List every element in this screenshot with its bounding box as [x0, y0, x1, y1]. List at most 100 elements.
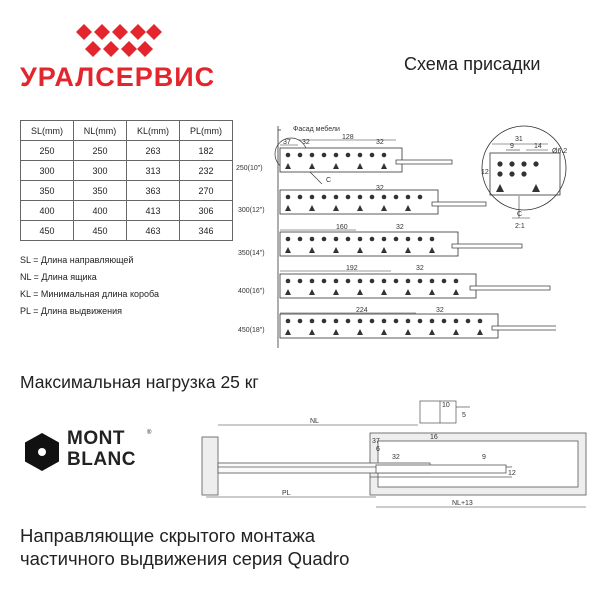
drill-hole [393, 236, 399, 242]
dim-nl-label: NL [310, 418, 319, 425]
slide-rail [469, 285, 551, 291]
table-row: 450 450 463 346 [20, 220, 233, 241]
drawer-box [279, 313, 499, 339]
dim-32: 32 [436, 307, 444, 314]
drill-hole [333, 194, 339, 200]
dim-c: C [326, 177, 331, 184]
drill-hole [441, 278, 447, 284]
legend: SL = Длина направляющей NL = Длина ящика… [20, 252, 159, 320]
drill-hole [333, 318, 339, 324]
drill-hole [381, 194, 387, 200]
drill-hole [297, 318, 303, 324]
mounting-mark [381, 247, 387, 253]
mounting-mark [285, 289, 291, 295]
drill-hole [417, 194, 423, 200]
mounting-mark [333, 205, 339, 211]
drill-hole [297, 278, 303, 284]
drill-hole [309, 318, 315, 324]
product-description: Направляющие скрытого монтажа частичного… [20, 524, 349, 570]
mounting-mark [357, 289, 363, 295]
table-cell: 350 [20, 180, 74, 201]
drill-hole [453, 318, 459, 324]
mounting-mark [429, 247, 435, 253]
montblanc-line1: MONT [67, 428, 125, 449]
drill-hole [405, 236, 411, 242]
slide-rail [491, 325, 556, 331]
drill-hole [345, 194, 351, 200]
table-cell: 400 [20, 200, 74, 221]
drill-hole [477, 318, 483, 324]
legend-item: KL = Минимальная длина короба [20, 289, 159, 299]
detail-scale: 2:1 [515, 223, 525, 230]
drill-hole [321, 236, 327, 242]
mounting-mark [285, 163, 291, 169]
table-cell: 313 [126, 160, 180, 181]
mounting-mark [285, 205, 291, 211]
mounting-mark [429, 329, 435, 335]
drill-hole [345, 152, 351, 158]
max-load-text: Максимальная нагрузка 25 кг [20, 372, 259, 392]
montblanc-line2: BLANC [67, 449, 136, 470]
legend-item: SL = Длина направляющей [20, 255, 134, 265]
drill-hole [309, 152, 315, 158]
mounting-mark [477, 329, 483, 335]
drill-hole [369, 152, 375, 158]
column-header: KL(mm) [126, 120, 180, 141]
drill-hole [429, 318, 435, 324]
mounting-mark [309, 329, 315, 335]
dim-pl-label: PL [282, 490, 291, 497]
montblanc-wordmark: MONT BLANC [67, 428, 136, 470]
drill-hole [309, 278, 315, 284]
drill-hole [357, 278, 363, 284]
table-cell: 450 [73, 220, 127, 241]
drill-hole [369, 194, 375, 200]
drill-hole [285, 318, 291, 324]
drill-hole [417, 318, 423, 324]
drill-hole [357, 318, 363, 324]
mounting-mark [453, 289, 459, 295]
slide-rail [395, 159, 453, 165]
drill-hole [333, 236, 339, 242]
mounting-mark [381, 163, 387, 169]
drill-hole [285, 278, 291, 284]
facade-label: Фасад мебели [293, 125, 340, 133]
drawer-rows [279, 147, 556, 339]
table-cell: 182 [179, 140, 233, 161]
brand-name: УРАЛСЕРВИС [20, 62, 216, 92]
drill-hole [405, 278, 411, 284]
column-header: SL(mm) [20, 120, 74, 141]
mounting-mark [285, 329, 291, 335]
mounting-mark [357, 247, 363, 253]
mounting-mark [453, 329, 459, 335]
table-row: 400 400 413 306 [20, 200, 233, 221]
drill-hole [465, 318, 471, 324]
mounting-mark [405, 205, 411, 211]
table-row: 300 300 313 232 [20, 160, 233, 181]
registered-mark: ® [147, 430, 152, 436]
page-title: Схема присадки [404, 54, 541, 74]
drill-hole [381, 278, 387, 284]
drill-hole [357, 152, 363, 158]
detail-view: 31 9 14 12 Ø6.2 C 2:1 [481, 125, 567, 230]
table-cell: 250 [20, 140, 74, 161]
table-row: 250 250 263 182 [20, 140, 233, 161]
drill-hole [405, 318, 411, 324]
table-cell: 270 [179, 180, 233, 201]
table-cell: 300 [20, 160, 74, 181]
montblanc-logo-icon [25, 433, 59, 471]
mounting-mark [309, 205, 315, 211]
table-cell: 463 [126, 220, 180, 241]
slide-rail [451, 243, 523, 249]
table-cell: 263 [126, 140, 180, 161]
drill-hole [345, 278, 351, 284]
dim-32: 32 [376, 139, 384, 146]
row-size-label: 400(16") [238, 288, 265, 295]
table-cell: 363 [126, 180, 180, 201]
detail-dim-9: 9 [510, 143, 514, 150]
row-size-label: 350(14") [238, 250, 265, 257]
spec-table: SL(mm) NL(mm) KL(mm) PL(mm) 250 250 263 … [20, 120, 233, 241]
table-cell: 346 [179, 220, 233, 241]
drilling-diagram: Фасад мебели 250(10") 300(12") 350(14") … [236, 125, 556, 348]
drill-hole [405, 194, 411, 200]
dim-37: 37 [372, 438, 380, 445]
